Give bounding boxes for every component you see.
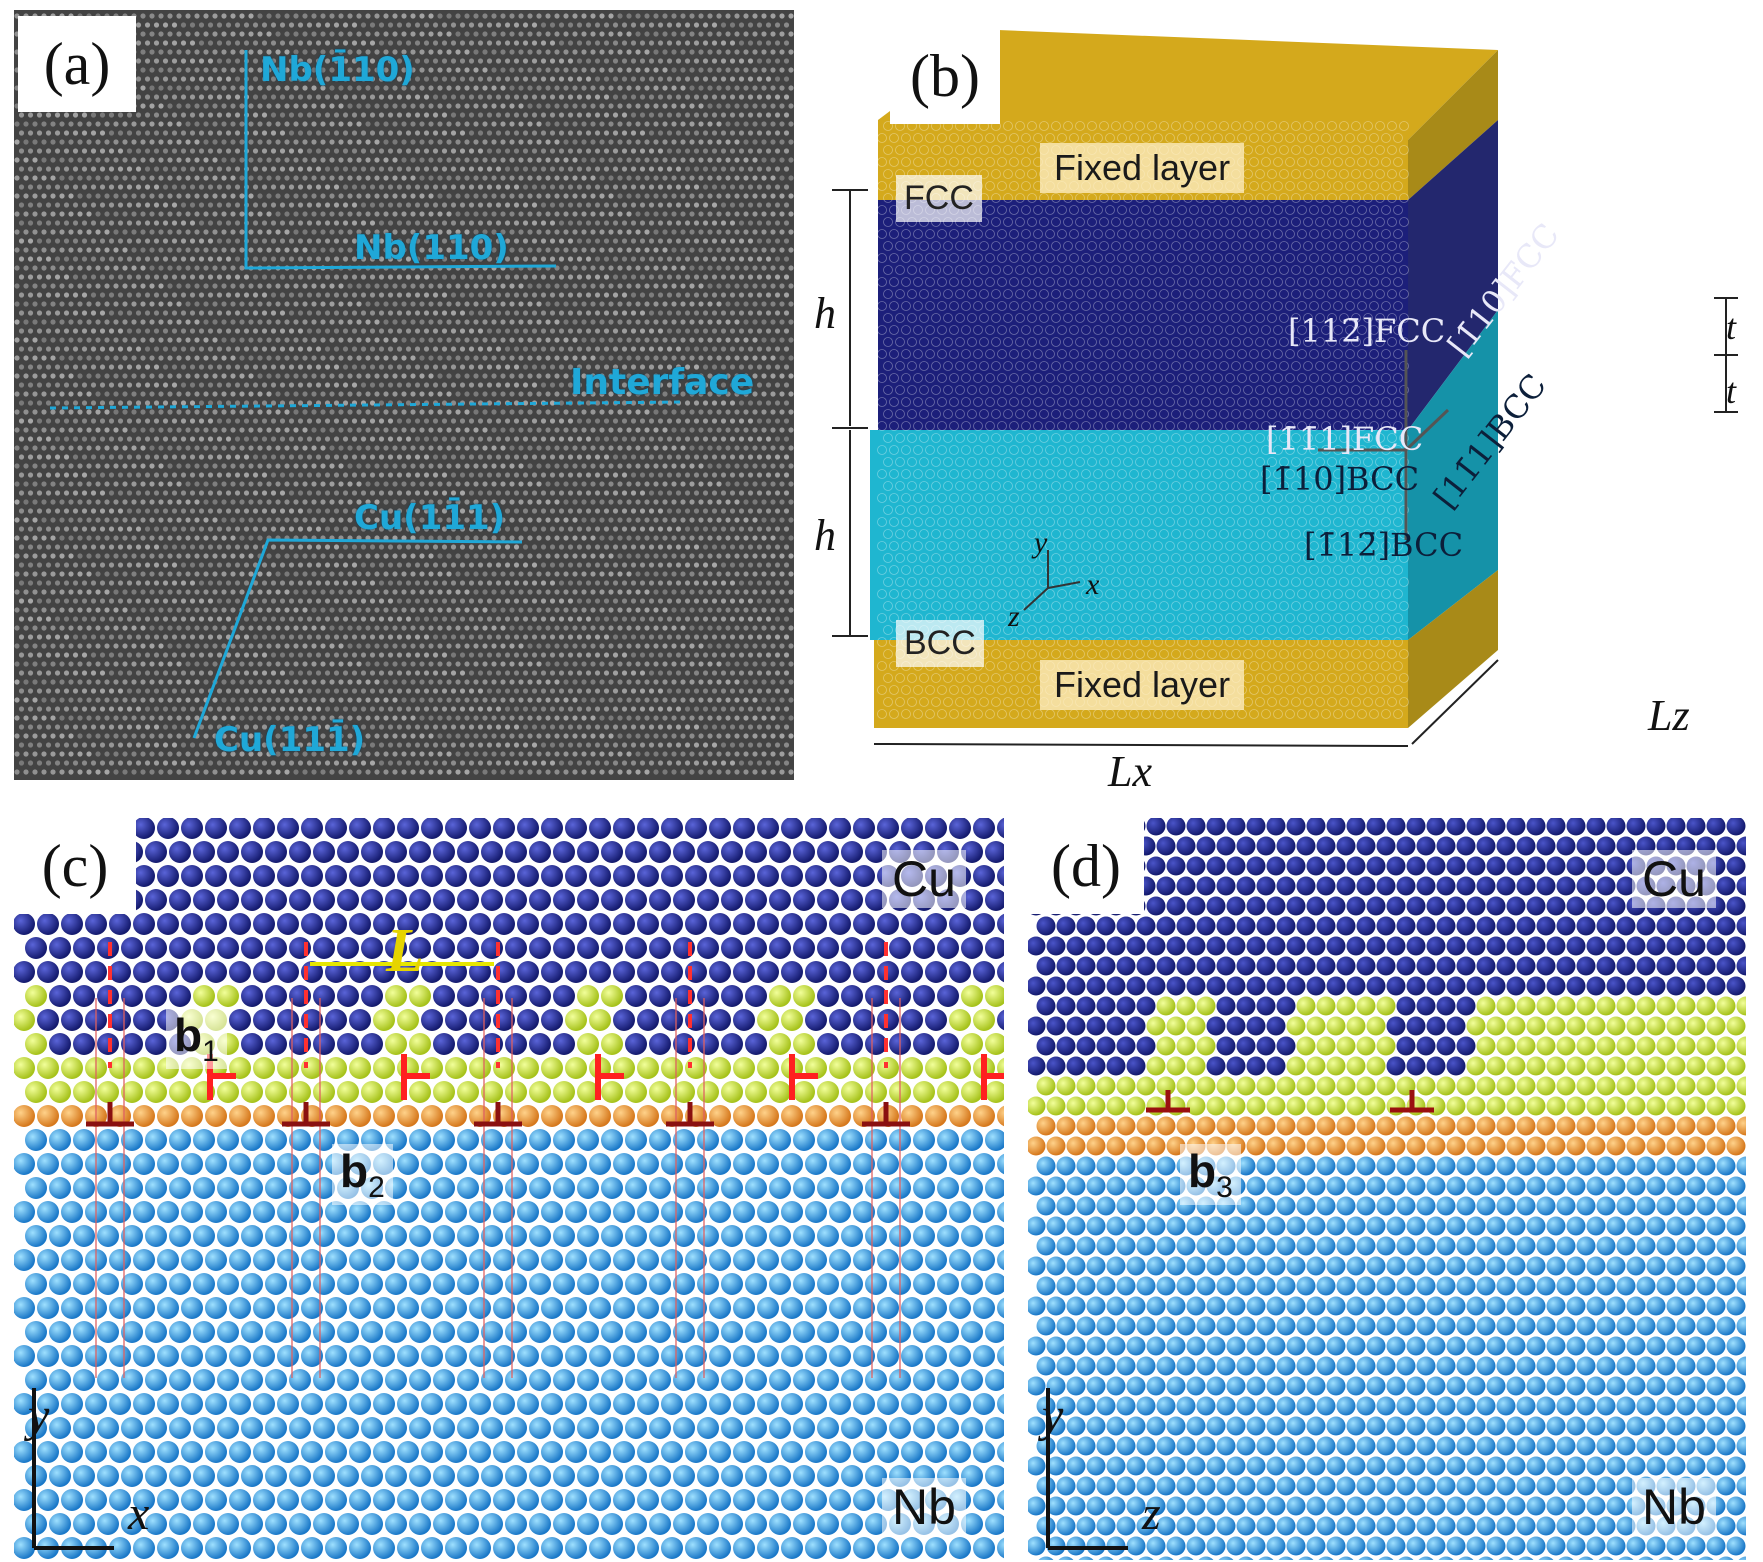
axis-x-label: x [1086,568,1100,601]
axis-z-label-d: z [1142,1487,1161,1540]
nb-axes-line [244,50,557,270]
axis-x-label-c: x [128,1487,150,1540]
dir-bcc-1bar10-label: [1̄10]BCC [1260,460,1420,498]
hrtem-shading [14,10,794,780]
t2-label: t [1726,371,1737,411]
burgers-b2-label: b2 [332,1144,393,1206]
dir-bcc-112-label: [1̄12̄]BCC [1304,526,1464,564]
axis-z-label: z [1008,600,1020,633]
nb-1bar10-label: Nb(1̄10) [260,50,415,90]
axis-y-label: y [1034,526,1048,559]
side-fcc [1408,120,1498,430]
dislocations-d [1146,1090,1434,1113]
axis-y-label-c: y [28,1389,50,1442]
panel-c-interface-xy: (c) Cu Nb L b1 b2 y x [14,818,1004,1560]
spacing-L-label: L [386,917,424,985]
h-bottom-label: h [814,511,836,560]
panel-c-tag: (c) [14,818,136,914]
nb-110-label: Nb(110) [354,228,509,268]
interface-label: Interface [570,362,755,403]
lz-label: Lz [1648,691,1690,740]
dir-fcc-111-label: [1̄1̄1]FCC [1266,420,1424,458]
interface-dashed-line [49,400,687,410]
fixed-layer-bottom-label: Fixed layer [1040,660,1245,710]
lz-dim [1411,659,1499,745]
fcc-label: FCC [896,175,982,222]
triad-z [1023,587,1049,611]
nb-label-d: Nb [1632,1478,1716,1536]
panel-b-simulation-box: (b) Fixed layer Fixed layer FCC BCC h h … [808,10,1763,790]
fixed-layer-top-label: Fixed layer [1040,143,1245,193]
cu-axes-line [192,538,523,739]
top-face-fixed-layer [878,30,1498,140]
arrow-bcc-111 [1404,408,1450,452]
side-fixed-bottom [1408,570,1498,728]
lx-dim [873,743,1409,747]
bcc-label: BCC [896,620,984,667]
atoms [14,818,1004,1559]
nb-label-c: Nb [882,1478,966,1536]
bilayer-model-3d [832,30,1738,747]
interface-atoms-yz-view [1028,818,1746,1560]
h-top-label: h [814,289,836,338]
front-bcc-block [870,430,1408,640]
panel-b-tag: (b) [890,28,1000,124]
cu-11bar1-label: Cu(11̄1) [354,498,506,538]
lattice-fringes [14,13,794,775]
interface-atoms-xy-view [14,818,1004,1559]
dir-fcc-112-label: [112̄]FCC [1288,312,1446,350]
lx-label: Lx [1108,747,1152,790]
side-bcc [1408,310,1498,640]
panel-d-interface-yz: (d) Cu Nb b3 y z [1028,818,1746,1560]
burgers-b1-label: b1 [166,1008,227,1070]
side-fixed-top [1408,50,1498,200]
dislocation-guides [86,942,1004,1378]
cu-111bar-label: Cu(111̄) [214,720,366,760]
hrtem-lattice-image [14,10,794,780]
panel-a-hrtem: (a) Nb(1̄10) Nb(110) Interface Cu(11̄1) … [14,10,794,780]
atoms-d [1028,818,1746,1560]
t1-label: t [1726,307,1737,347]
panel-a-tag: (a) [18,16,136,112]
front-fcc-block [878,200,1408,430]
burgers-b3-label: b3 [1180,1144,1241,1206]
triad-x [1047,581,1081,589]
axis-y-label-d: y [1042,1389,1064,1442]
cu-label-c: Cu [882,850,966,908]
cu-label-d: Cu [1632,850,1716,908]
panel-d-tag: (d) [1028,818,1144,914]
